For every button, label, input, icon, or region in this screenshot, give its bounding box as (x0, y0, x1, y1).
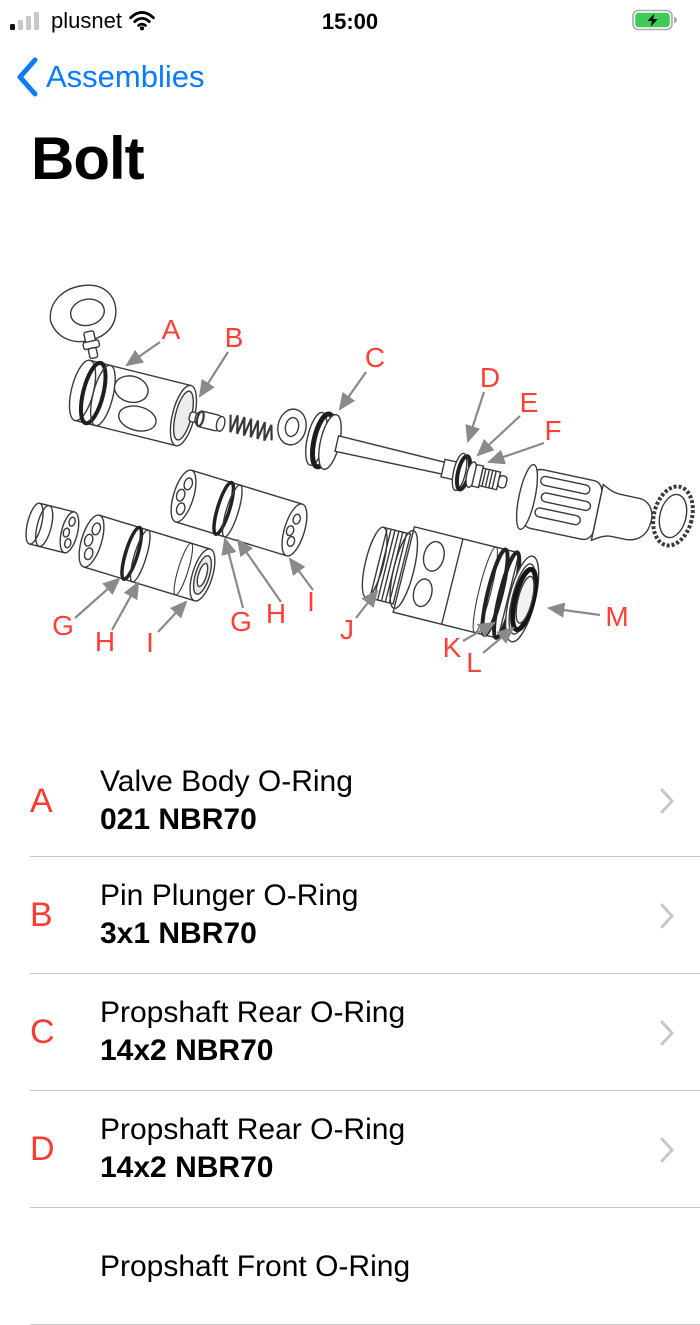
circlip-part (651, 484, 695, 548)
part-name: Propshaft Rear O-Ring (100, 996, 406, 1029)
part-name: Valve Body O-Ring (100, 764, 353, 798)
diagram-label-I1: I (146, 627, 154, 658)
page-title: Bolt (31, 125, 145, 192)
diagram-parts (25, 284, 695, 643)
callout-arrows (74, 341, 601, 654)
chevron-right-icon (660, 788, 674, 814)
diagram-label-D: D (480, 362, 500, 393)
part-name: Pin Plunger O-Ring (100, 879, 359, 912)
part-letter: D (30, 1130, 55, 1168)
parts-list: A Valve Body O-Ring 021 NBR70 B Pin Plun… (0, 745, 700, 1325)
diagram-label-F: F (544, 415, 561, 446)
chevron-right-icon (660, 1020, 674, 1045)
wifi-icon (129, 11, 155, 31)
diagram-label-K: K (443, 632, 462, 663)
nav-bar: Assemblies (0, 55, 700, 105)
part-spec: 14x2 NBR70 (100, 1034, 274, 1067)
pin-plunger-part (188, 410, 226, 432)
status-time: 15:00 (321, 9, 379, 34)
diagram-label-L: L (466, 647, 482, 678)
part-row-B[interactable]: B Pin Plunger O-Ring 3x1 NBR70 (0, 857, 700, 974)
part-spec: 3x1 NBR70 (100, 917, 257, 950)
diagram-label-H2: H (266, 598, 286, 629)
part-spec: 14x2 NBR70 (100, 1151, 274, 1184)
valve-body-part (68, 359, 198, 447)
diagram-label-H1: H (95, 626, 115, 657)
part-name: Propshaft Front O-Ring (100, 1250, 411, 1283)
valve-cap-part (49, 284, 117, 360)
part-row-partial[interactable]: Propshaft Front O-Ring (0, 1208, 700, 1325)
diagram-label-A: A (162, 314, 181, 345)
part-row-C[interactable]: C Propshaft Rear O-Ring 14x2 NBR70 (0, 974, 700, 1091)
part-name: Propshaft Rear O-Ring (100, 1113, 406, 1146)
exploded-assembly-diagram: A B C D E F G H I G H I J K L M (25, 284, 695, 678)
propshaft-part (304, 411, 508, 492)
back-button[interactable]: Assemblies (14, 55, 205, 99)
cellular-signal-icon (10, 12, 39, 30)
part-letter: C (30, 1013, 55, 1051)
battery-charging-icon (632, 9, 677, 31)
back-button-label: Assemblies (46, 59, 205, 94)
diagram-labels: A B C D E F G H I G H I J K L M (52, 314, 629, 678)
diagram-label-M: M (605, 601, 628, 632)
chevron-right-icon (660, 1137, 674, 1162)
chevron-right-icon (660, 903, 674, 928)
carrier-label: plusnet (51, 8, 122, 33)
main-bolt-body-part (361, 525, 540, 643)
diagram-label-E: E (520, 387, 539, 418)
striker-part (515, 463, 653, 542)
part-spec: 021 NBR70 (100, 802, 257, 836)
bolt-sleeve-rear-part (170, 469, 308, 557)
part-row-D[interactable]: D Propshaft Rear O-Ring 14x2 NBR70 (0, 1091, 700, 1208)
diagram-label-J: J (340, 614, 354, 645)
diagram-label-B: B (225, 322, 244, 353)
part-letter: A (30, 781, 53, 820)
bolt-sleeve-front-part (78, 514, 216, 602)
part-letter: B (30, 896, 53, 934)
spring-part (229, 414, 273, 442)
diagram-label-I2: I (307, 586, 315, 617)
back-chevron-icon (17, 57, 38, 97)
diagram-label-C: C (365, 342, 385, 373)
washer-part (277, 408, 307, 446)
part-row-A[interactable]: A Valve Body O-Ring 021 NBR70 (0, 745, 700, 857)
status-bar: plusnet 15:00 (0, 0, 700, 44)
end-cap-part (25, 502, 80, 554)
diagram-label-G1: G (52, 610, 74, 641)
diagram-label-G2: G (230, 606, 252, 637)
